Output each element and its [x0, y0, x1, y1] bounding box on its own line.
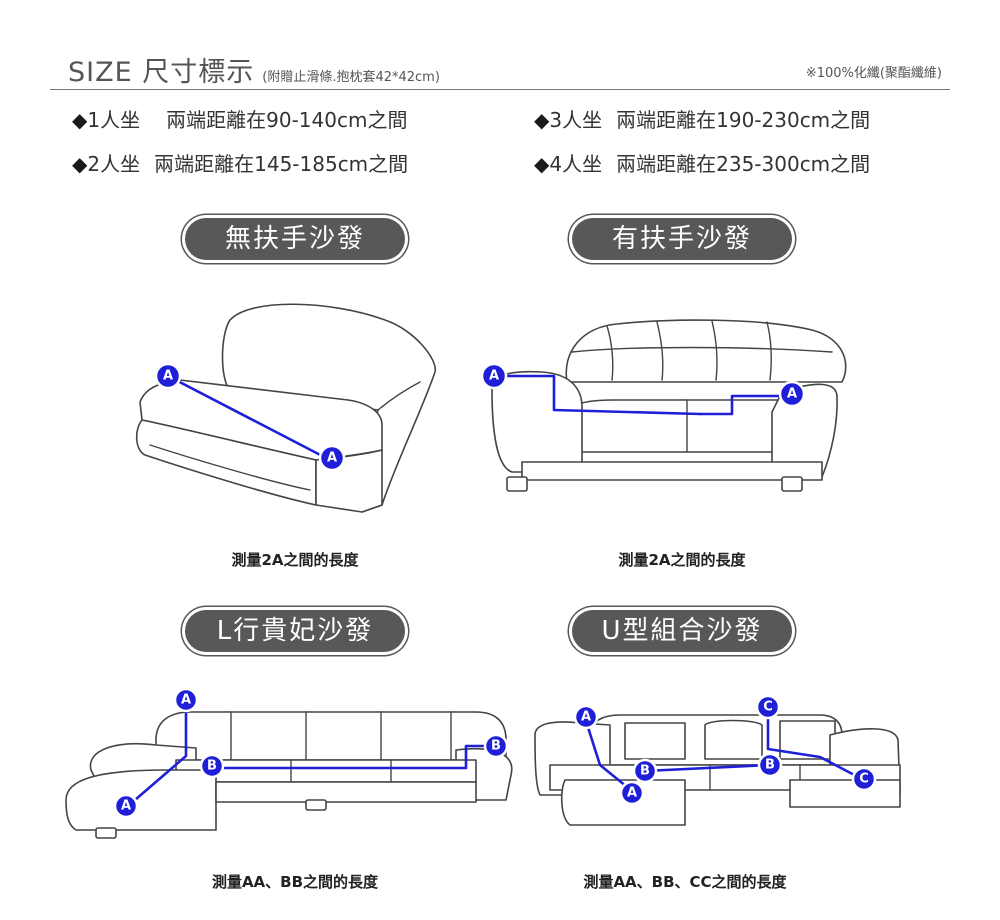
marker-a-bottom: A	[113, 793, 139, 819]
marker-a-left: A	[480, 362, 508, 390]
svg-text:C: C	[763, 700, 773, 715]
spec-range: 兩端距離在90-140cm之間	[166, 108, 408, 132]
measure-line-aa	[584, 719, 634, 793]
svg-text:B: B	[640, 764, 650, 779]
svg-text:A: A	[627, 786, 637, 801]
caption-l-shaped-sofa: 測量AA、BB之間的長度	[211, 873, 379, 891]
measure-line-cc	[766, 707, 864, 781]
marker-b-left: B	[199, 753, 225, 779]
label-u-shaped-sofa: U型組合沙發	[572, 610, 792, 652]
svg-text:A: A	[163, 369, 173, 384]
spec-range: 兩端距離在235-300cm之間	[616, 152, 871, 176]
svg-text:A: A	[327, 451, 337, 466]
label-armless-sofa: 無扶手沙發	[185, 218, 405, 260]
svg-text:A: A	[181, 693, 191, 708]
svg-text:B: B	[207, 759, 217, 774]
svg-text:A: A	[787, 387, 797, 402]
marker-b-left: B	[632, 758, 658, 784]
svg-text:A: A	[489, 369, 499, 384]
spec-seat: 2人坐	[87, 152, 141, 176]
caption-u-shaped-sofa: 測量AA、BB、CC之間的長度	[583, 873, 787, 891]
marker-a-right: A	[778, 380, 806, 408]
caption-armless-sofa: 測量2A之間的長度	[231, 551, 359, 569]
measure-line-bb	[643, 763, 772, 773]
spec-2-seat: ◆2人坐兩端距離在145-185cm之間	[72, 148, 408, 177]
svg-text:A: A	[581, 710, 591, 725]
svg-text:B: B	[491, 739, 501, 754]
bullet-icon: ◆	[72, 152, 88, 176]
label-l-shaped-sofa: L行貴妃沙發	[185, 610, 405, 652]
marker-a-left: A	[154, 362, 182, 390]
title-subtitle: (附贈止滑條.抱枕套42*42cm)	[262, 70, 440, 85]
spec-range: 兩端距離在190-230cm之間	[616, 108, 871, 132]
svg-text:B: B	[765, 758, 775, 773]
marker-a-right: A	[318, 444, 346, 472]
spec-seat: 4人坐	[549, 152, 603, 176]
measure-line-aa	[166, 374, 332, 462]
armrest-sofa-illustration: A A	[480, 319, 847, 492]
spec-1-seat: ◆1人坐 兩端距離在90-140cm之間	[72, 104, 407, 133]
bullet-icon: ◆	[534, 108, 550, 132]
l-shaped-sofa-illustration: A A B B	[65, 687, 513, 839]
u-shaped-sofa-illustration: A A B B C C	[534, 694, 901, 826]
spec-range: 兩端距離在145-185cm之間	[154, 152, 409, 176]
label-armrest-sofa: 有扶手沙發	[572, 218, 792, 260]
svg-text:A: A	[121, 799, 131, 814]
armless-sofa-illustration: A A	[135, 303, 436, 513]
material-note: ※100%化纖(聚酯纖維)	[805, 66, 942, 81]
measure-line-bb	[210, 744, 498, 770]
measure-line-aa	[126, 700, 188, 808]
bullet-icon: ◆	[534, 152, 550, 176]
spec-seat: 3人坐	[549, 108, 603, 132]
measure-line-a-left	[492, 374, 702, 416]
bullet-icon: ◆	[72, 108, 88, 132]
spec-seat: 1人坐	[87, 108, 141, 132]
caption-armrest-sofa: 測量2A之間的長度	[618, 551, 746, 569]
header: SIZE 尺寸標示 (附贈止滑條.抱枕套42*42cm) ※100%化纖(聚酯纖維…	[50, 48, 950, 90]
marker-a-top: A	[173, 687, 199, 713]
marker-b-right: B	[757, 752, 783, 778]
measure-line-a-right	[698, 394, 794, 416]
marker-a-bottom: A	[619, 780, 645, 806]
page-title: SIZE 尺寸標示 (附贈止滑條.抱枕套42*42cm)	[68, 50, 440, 89]
title-text: SIZE 尺寸標示	[68, 57, 255, 88]
spec-3-seat: ◆3人坐兩端距離在190-230cm之間	[534, 104, 870, 133]
marker-a-top: A	[573, 704, 599, 730]
spec-4-seat: ◆4人坐兩端距離在235-300cm之間	[534, 148, 870, 177]
marker-b-right: B	[483, 733, 509, 759]
svg-text:C: C	[859, 772, 869, 787]
marker-c-bottom: C	[851, 766, 877, 792]
marker-c-top: C	[755, 694, 781, 720]
